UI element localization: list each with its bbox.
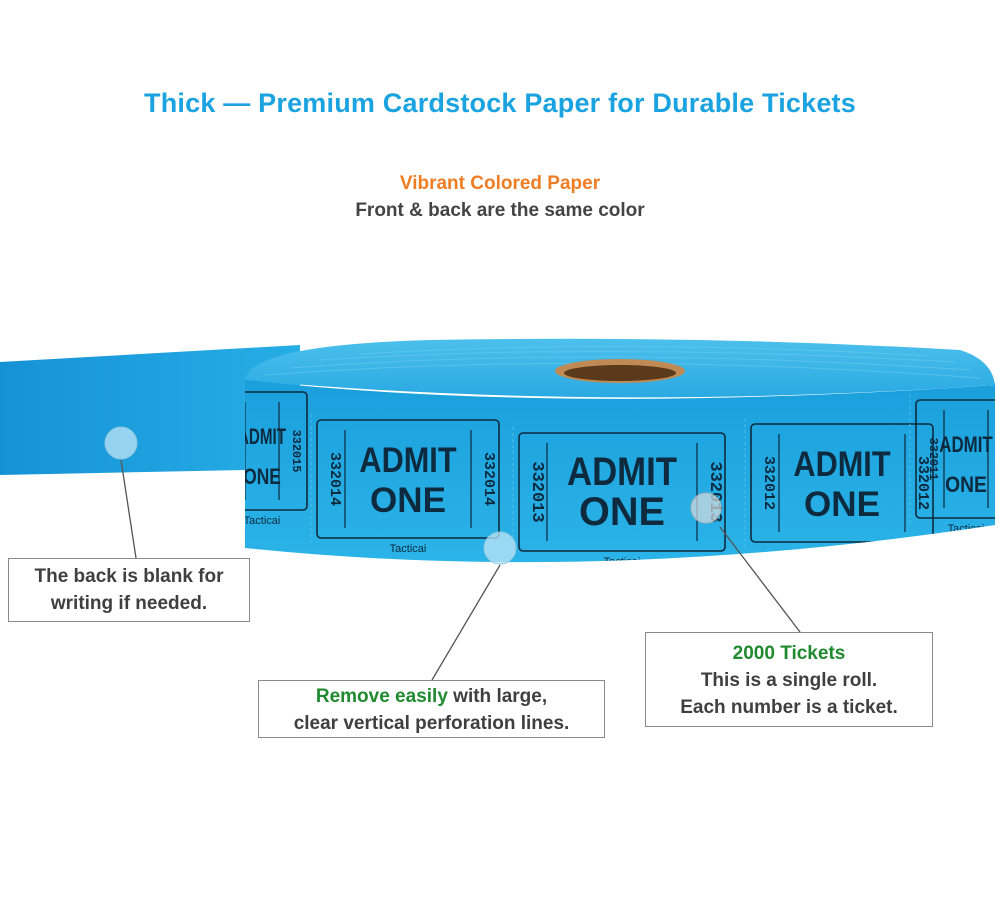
ticket-admit-text: ADMIT [793, 445, 891, 484]
ticket-brand-text: Tacticai [244, 515, 281, 527]
callout-ticket-count: 2000 Tickets This is a single roll. Each… [645, 632, 933, 727]
callout-back-blank: The back is blank for writing if needed. [8, 558, 250, 622]
page-title: Thick — Premium Cardstock Paper for Dura… [144, 88, 856, 118]
ticket-brand-text: Tacticai [604, 556, 641, 568]
marker-number [690, 492, 722, 524]
ticket-admit-text: ADMIT [939, 432, 993, 457]
roll-edge [245, 380, 995, 563]
ticket-frame [750, 423, 934, 543]
ticket-number-left: 332014 [326, 452, 343, 506]
marker-back [104, 426, 138, 460]
subtitle-highlight: Vibrant Colored Paper [399, 173, 601, 194]
ticket-number-left: 332012 [760, 456, 777, 510]
callout-tix-line3: Each number is a ticket. [680, 697, 898, 718]
ticket-one-text: ONE [579, 490, 665, 534]
ticket-frame [915, 399, 995, 519]
ticket-number-right: 332015 [289, 430, 303, 473]
callout-tix-line2: This is a single roll. [700, 670, 878, 691]
callout-back-line2: writing if needed. [50, 593, 208, 614]
subtitle: Front & back are the same color [355, 200, 645, 221]
ticket-one-text: ONE [243, 464, 281, 489]
unwound-strip [0, 345, 300, 475]
callout-tix-highlight: 2000 Tickets [732, 643, 846, 664]
ticket-number-left: 332013 [527, 461, 546, 522]
ticket-number-left: 332011 [926, 438, 940, 481]
ticket-frame [518, 432, 726, 552]
ticket-frame [316, 419, 500, 539]
ticket-number-right: 332014 [480, 452, 497, 506]
ticket-brand-text: Tacticai [948, 523, 985, 535]
callout-perforation: Remove easily with large, clear vertical… [258, 680, 605, 738]
callout-perf-line1: Remove easily with large, [259, 683, 604, 710]
ticket-admit-text: ADMIT [567, 450, 677, 494]
ticket-admit-text: ADMIT [359, 441, 457, 480]
callout-perf-line2: clear vertical perforation lines. [293, 713, 570, 734]
ticket: ADMITONETacticai332015332015 [243, 391, 308, 527]
marker-perforation [483, 531, 517, 565]
ticket-number-right: 332012 [914, 456, 931, 510]
ticket-one-text: ONE [804, 485, 880, 524]
ticket-one-text: ONE [945, 472, 987, 497]
callout-perf-highlight: Remove easily [315, 686, 448, 707]
ticket-one-text: ONE [370, 481, 446, 520]
callout-perf-line1-rest: with large, [447, 686, 548, 707]
ticket-brand-text: Tacticai [824, 547, 861, 559]
callout-back-line1: The back is blank for [34, 566, 224, 587]
ticket-brand-text: Tacticai [390, 543, 427, 555]
ticket-frame [245, 391, 308, 511]
